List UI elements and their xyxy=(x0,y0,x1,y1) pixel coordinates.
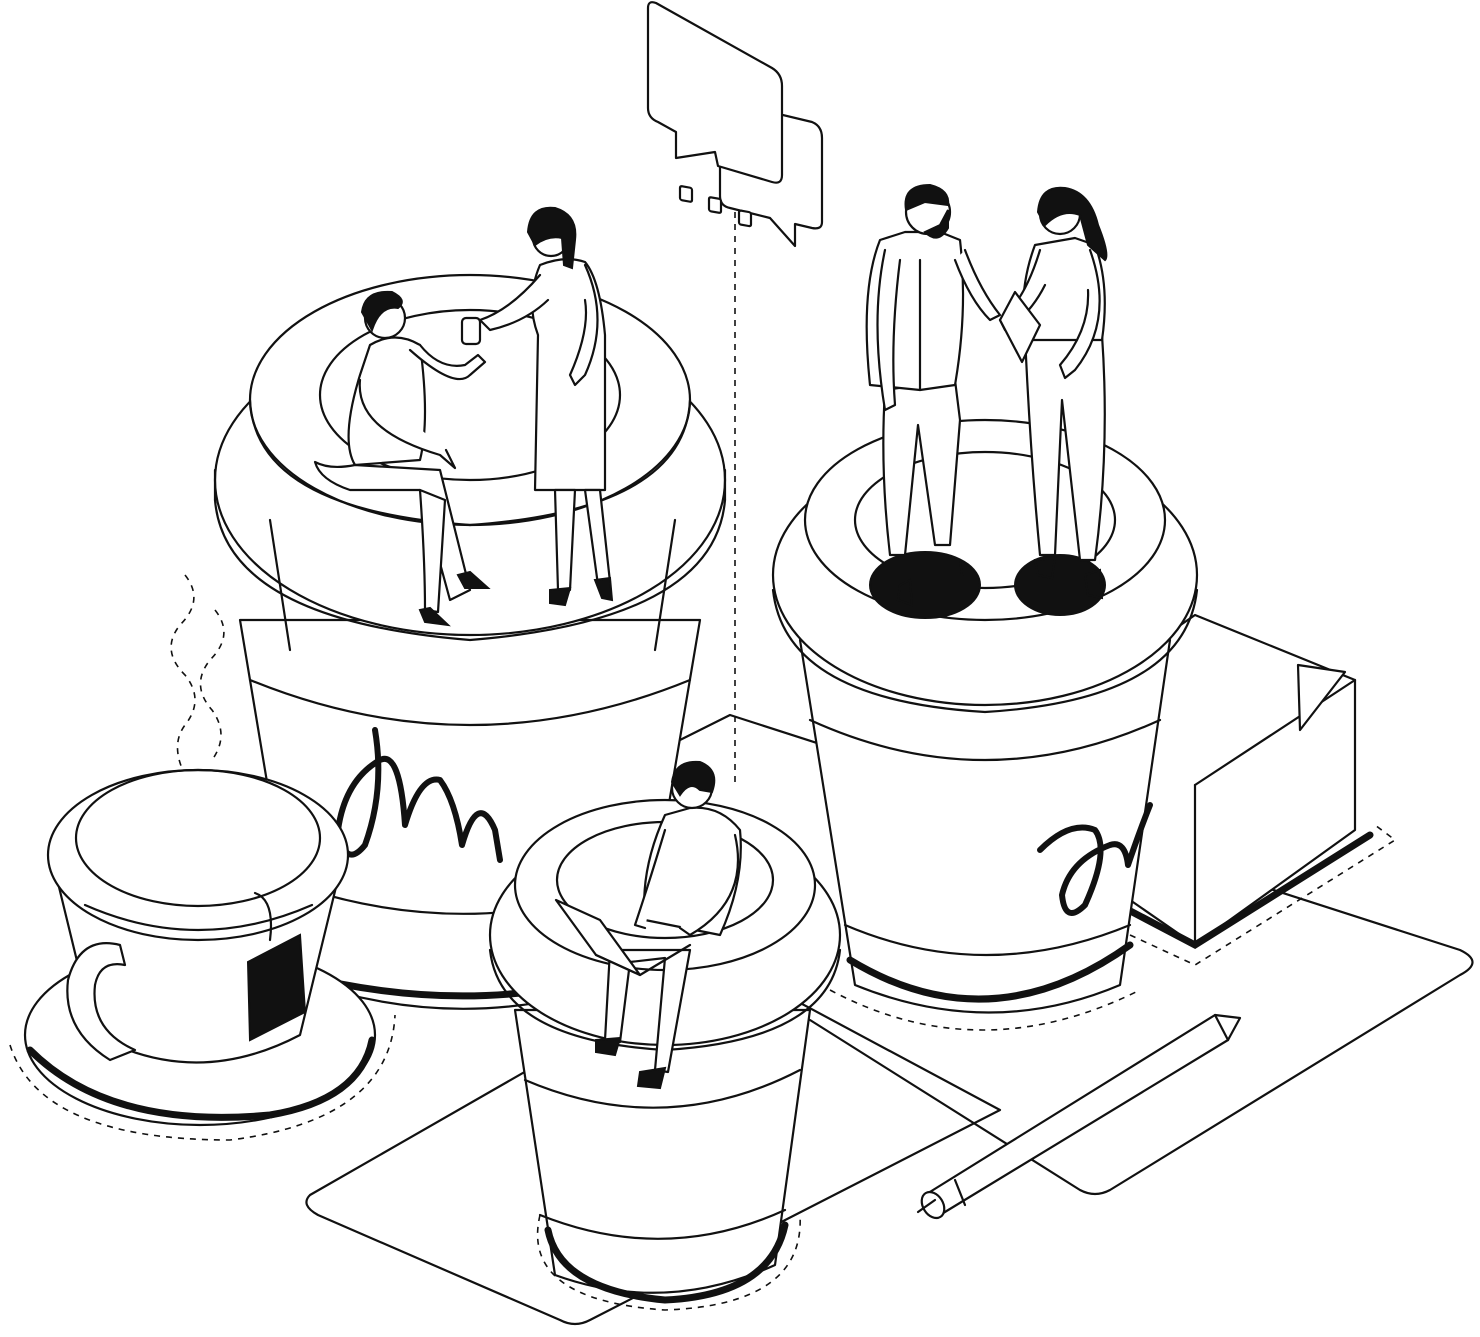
signature-scribble xyxy=(335,727,503,863)
tea-bag-icon xyxy=(246,933,307,1042)
coffee-cup-small xyxy=(488,798,842,1311)
table-mat-left xyxy=(305,958,1002,1326)
dot-icon xyxy=(678,185,694,203)
person-standing-woman xyxy=(478,206,614,607)
clipboard-icon xyxy=(998,290,1042,364)
steam-icon xyxy=(170,574,225,776)
table-mat-right xyxy=(638,713,1474,1196)
coffee-cup-in-hand-icon xyxy=(460,316,482,346)
person-woman-long-hair xyxy=(998,186,1108,616)
tea-cup-icon xyxy=(9,768,396,1141)
person-man-bearded xyxy=(865,183,1002,619)
signature-scribble-right xyxy=(1037,802,1153,916)
speech-bubbles-icon xyxy=(646,1,824,248)
pencil-icon xyxy=(916,1013,1242,1220)
person-sitting-man xyxy=(313,290,491,627)
person-with-laptop xyxy=(554,760,742,1090)
